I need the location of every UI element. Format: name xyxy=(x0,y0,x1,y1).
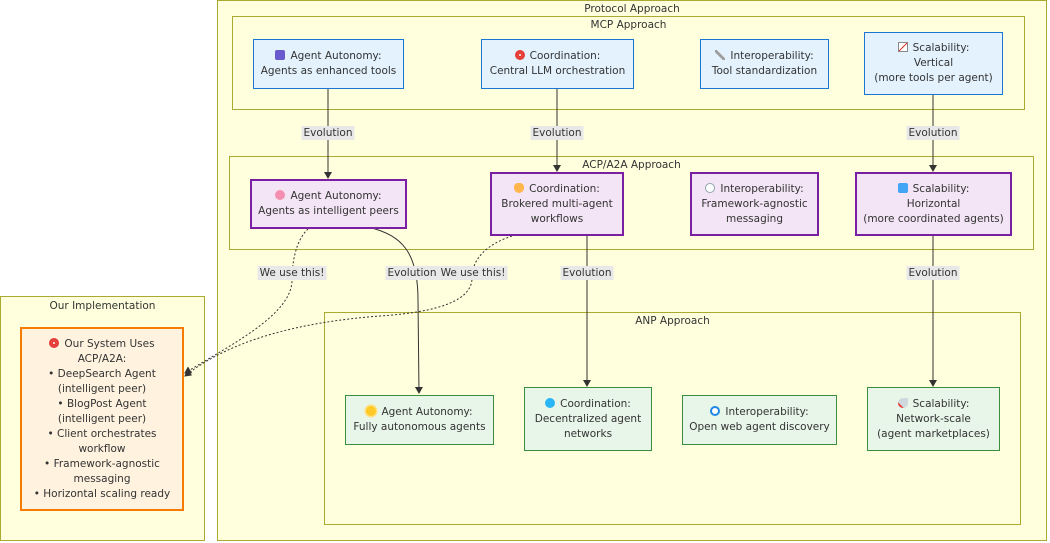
edge-label-we-use-this: We use this! xyxy=(438,266,508,280)
node-mcp-agent-autonomy[interactable]: Agent Autonomy: Agents as enhanced tools xyxy=(253,39,404,89)
edge-label-evolution: Evolution xyxy=(906,266,960,280)
node-acp-coordination[interactable]: Coordination: Brokered multi-agent workf… xyxy=(490,172,624,236)
edge-label-evolution: Evolution xyxy=(560,266,614,280)
rocket-icon xyxy=(897,397,908,408)
cluster-title: Protocol Approach xyxy=(584,3,680,15)
node-acp-scalability[interactable]: Scalability: Horizontal (more coordinate… xyxy=(855,172,1012,236)
edge-label-evolution: Evolution xyxy=(301,126,355,140)
node-acp-agent-autonomy[interactable]: Agent Autonomy: Agents as intelligent pe… xyxy=(250,179,407,229)
target-icon xyxy=(514,50,525,60)
edge-label-evolution: Evolution xyxy=(385,266,439,280)
sun-icon xyxy=(366,406,377,416)
tools-icon xyxy=(715,50,726,60)
node-anp-scalability[interactable]: Scalability: Network-scale (agent market… xyxy=(867,387,1000,451)
cycle-icon xyxy=(897,182,908,193)
cluster-title: ANP Approach xyxy=(635,315,710,327)
cluster-title: MCP Approach xyxy=(590,19,667,31)
edge-acp-autonomy-to-anp-autonomy xyxy=(371,227,423,394)
node-anp-interoperability[interactable]: Interoperability: Open web agent discove… xyxy=(682,395,837,445)
edge-acp-coordination-to-implementation xyxy=(184,235,513,377)
node-mcp-scalability[interactable]: Scalability: Vertical (more tools per ag… xyxy=(864,32,1003,95)
node-acp-interoperability[interactable]: Interoperability: Framework-agnostic mes… xyxy=(690,172,819,236)
magnifier-icon xyxy=(710,406,721,416)
edge-acp-autonomy-to-implementation xyxy=(184,228,309,374)
edge-label-evolution: Evolution xyxy=(530,126,584,140)
node-anp-coordination[interactable]: Coordination: Decentralized agent networ… xyxy=(524,387,652,451)
edge-label-evolution: Evolution xyxy=(906,126,960,140)
speech-bubble-icon xyxy=(705,182,716,193)
edge-label-we-use-this: We use this! xyxy=(257,266,327,280)
brain-icon xyxy=(275,190,286,200)
cluster-title: Our Implementation xyxy=(49,300,156,312)
node-mcp-interoperability[interactable]: Interoperability: Tool standardization xyxy=(700,39,829,89)
globe-icon xyxy=(545,397,556,408)
handshake-icon xyxy=(514,182,525,193)
target-icon xyxy=(49,337,60,348)
robot-icon xyxy=(275,50,286,60)
node-our-implementation[interactable]: Our System Uses ACP/A2A: • DeepSearch Ag… xyxy=(20,327,184,511)
node-mcp-coordination[interactable]: Coordination: Central LLM orchestration xyxy=(481,39,634,89)
chart-increasing-icon xyxy=(897,42,908,52)
cluster-title: ACP/A2A Approach xyxy=(582,159,681,171)
node-anp-agent-autonomy[interactable]: Agent Autonomy: Fully autonomous agents xyxy=(345,395,494,445)
